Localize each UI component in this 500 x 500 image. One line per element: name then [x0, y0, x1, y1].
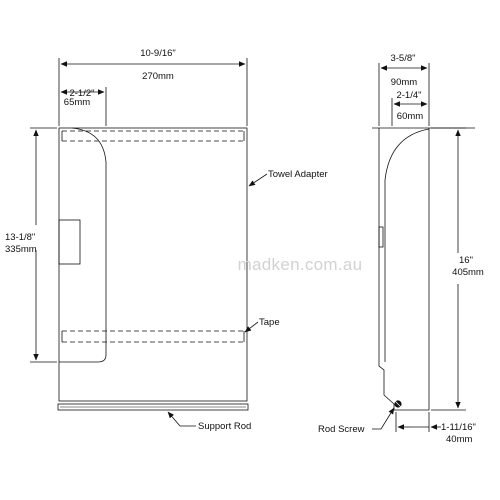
support-rod: [57, 403, 249, 411]
tape-leader: [244, 321, 259, 333]
side-inner-depth-inches: 2-1/4": [396, 90, 421, 101]
support-rod-label: Support Rod: [198, 421, 251, 432]
towel-adapter-label: Towel Adapter: [268, 169, 328, 180]
side-height-mm: 405mm: [452, 267, 484, 278]
side-inner-depth-mm: 60mm: [397, 111, 423, 122]
side-height-inches: 16": [459, 255, 473, 266]
side-slot: [378, 226, 384, 248]
side-bottom-offset-mm: 40mm: [446, 434, 472, 445]
front-offset-inches: 2-1/2": [69, 88, 94, 99]
towel-adapter-curve: [59, 127, 107, 363]
side-body-outline: [378, 128, 430, 411]
front-view: [30, 58, 268, 427]
rod-screw-leader: [372, 407, 395, 430]
towel-adapter-leader: [248, 173, 268, 187]
side-curve: [384, 128, 430, 362]
front-offset-mm: 65mm: [64, 97, 90, 108]
side-view: [372, 63, 475, 432]
front-height-mm: 335mm: [5, 244, 37, 255]
front-body-outline: [58, 127, 248, 402]
rod-screw-label: Rod Screw: [318, 424, 365, 435]
front-height-inches: 13-1/8": [5, 232, 35, 243]
side-depth-inches: 3-5/8": [390, 53, 415, 64]
front-width-mm: 270mm: [142, 71, 174, 82]
side-depth-mm: 90mm: [391, 77, 417, 88]
tape-label: Tape: [259, 317, 280, 328]
side-bottom-offset-inches: 1-11/16": [441, 422, 476, 433]
watermark: madken.com.au: [238, 255, 363, 274]
support-rod-leader: [167, 411, 196, 427]
front-width-inches: 10-9/16": [140, 48, 176, 59]
latch-slot: [58, 219, 81, 265]
